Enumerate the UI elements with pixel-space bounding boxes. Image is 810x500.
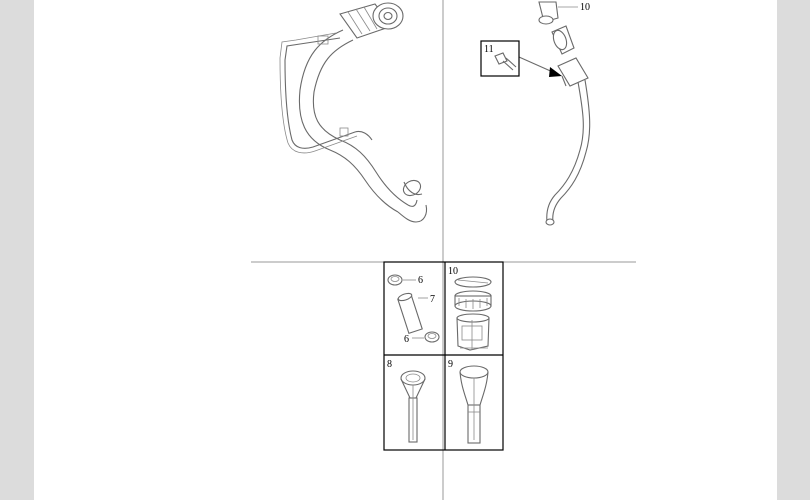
filler-neck-pipe [279,2,428,223]
label-10-top: 10 [580,2,590,13]
funnel-adaptor-8 [400,370,426,443]
funnel-adaptor-9 [459,365,489,444]
label-10-box: 10 [448,266,458,277]
parts-grid [383,261,504,451]
label-11: 11 [484,44,494,55]
filler-cap-assembly [454,276,492,351]
vent-line-assembly [518,1,591,226]
label-6-lower: 6 [404,334,409,345]
parts-grid-frame [383,261,504,451]
hose-clamp-and-sleeve [387,274,440,343]
label-9: 9 [448,359,453,370]
label-7: 7 [430,294,435,305]
bolt-callout-box: 11 [480,40,520,77]
label-8: 8 [387,359,392,370]
diagram-sheet [34,0,777,500]
label-6-upper: 6 [418,275,423,286]
callout-box-11 [480,40,520,77]
